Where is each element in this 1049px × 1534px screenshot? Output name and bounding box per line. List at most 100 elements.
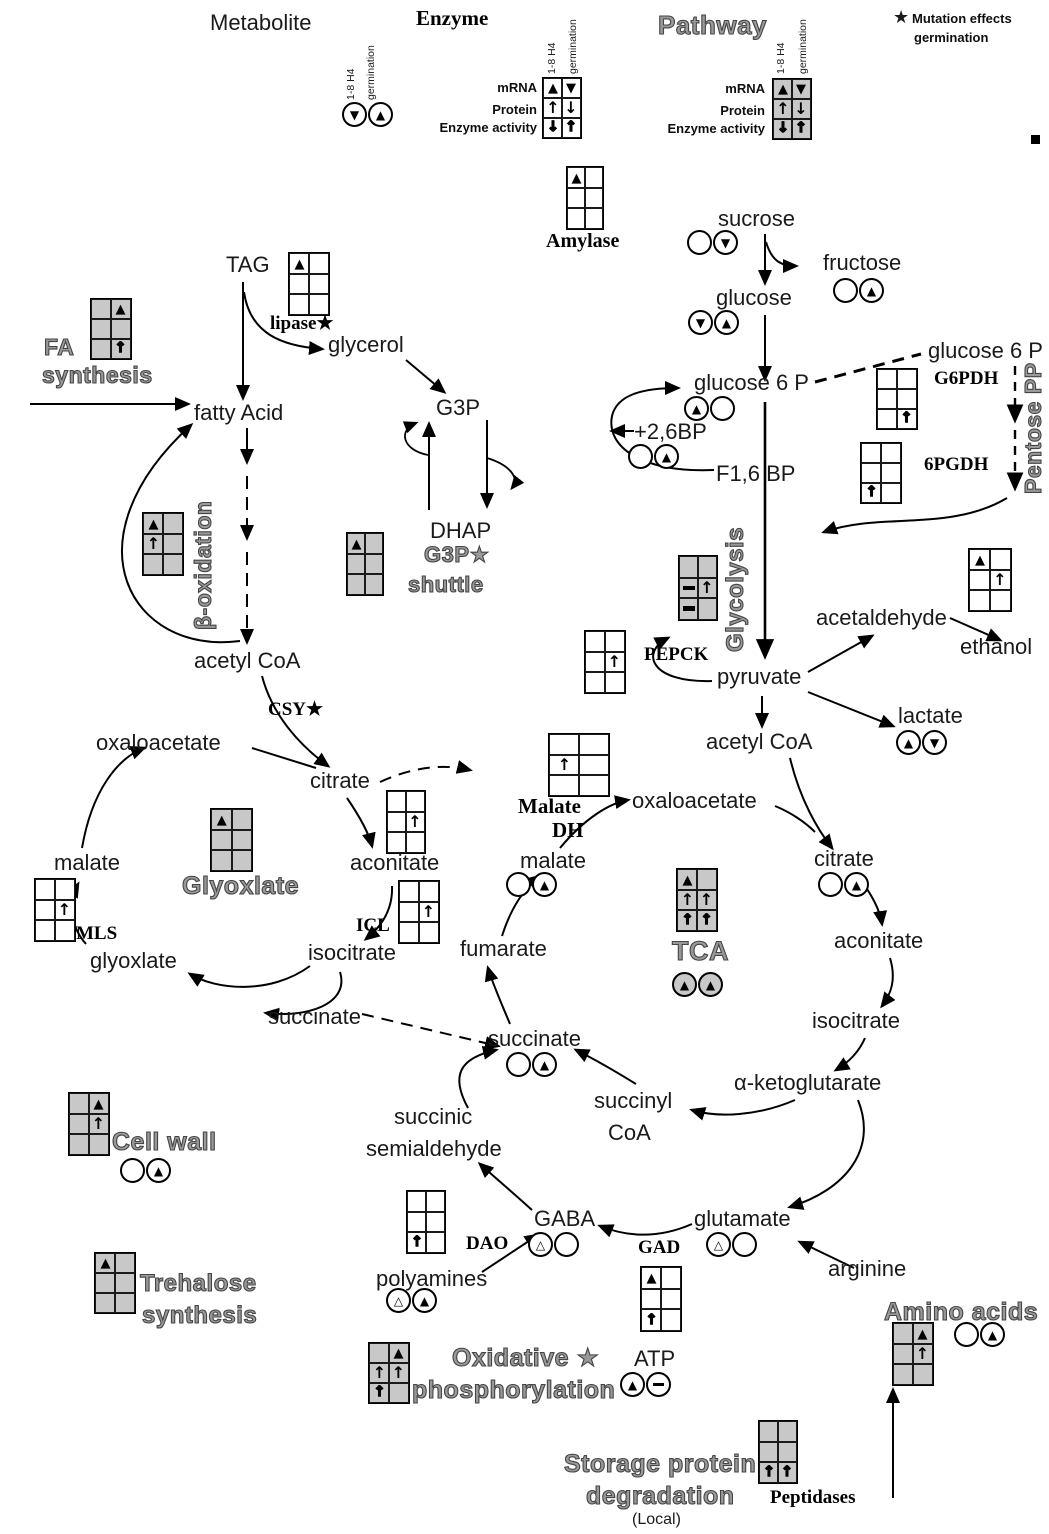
- metabolite-circle: △: [386, 1288, 411, 1313]
- label-pathway-row-activity: Enzyme activity: [667, 121, 765, 136]
- grid-cell: [880, 443, 901, 464]
- grid-cell: ↑: [110, 338, 131, 359]
- label-peptidases: Peptidases: [770, 1487, 856, 1508]
- label-ethanol: ethanol: [960, 634, 1033, 659]
- grid-cell: [418, 881, 439, 903]
- grid-trehalose: ▲: [94, 1252, 136, 1314]
- grid-cell: [697, 556, 717, 579]
- metabolite-circle: [120, 1158, 145, 1183]
- label-6pgdh: 6PGDH: [924, 454, 989, 475]
- grid-cell: [231, 849, 252, 871]
- label-glyoxlate-pathway: Glyoxlate: [181, 872, 300, 900]
- up-icon: ↑: [146, 534, 161, 553]
- grid-cell: [407, 1191, 427, 1213]
- label-succinyl: succinyl: [594, 1088, 673, 1113]
- metabolite-circle: ▲: [672, 972, 697, 997]
- grid-cell: [143, 553, 164, 575]
- grid-cell: [877, 388, 898, 410]
- label-degradation: degradation: [585, 1482, 735, 1510]
- grid-cell: [777, 1441, 797, 1463]
- down-thick-icon: ↓: [776, 120, 789, 137]
- grid-cell: ▲: [912, 1323, 933, 1345]
- circles-glucose: ▼▲: [688, 310, 739, 335]
- grid-cell: [289, 293, 310, 315]
- grid-cell: ↑: [407, 1231, 427, 1253]
- grid-cell: [35, 899, 56, 921]
- label-pathway-col2: germination: [797, 19, 809, 74]
- up-thick-icon: ↑: [373, 1384, 386, 1401]
- metabolite-circle: ▼: [342, 102, 367, 127]
- grid-cell: [387, 791, 407, 813]
- minus-icon: [653, 1382, 664, 1387]
- tri-up-icon: ▲: [294, 256, 305, 272]
- label-glyoxlate-met: glyoxlate: [90, 948, 177, 973]
- grid-cell: ↑: [696, 909, 717, 931]
- metabolite-circle: ▲: [684, 396, 709, 421]
- label-pathway-row-mrna: mRNA: [725, 81, 765, 96]
- up-thick-icon: ↑: [900, 410, 913, 427]
- label-fumarate: fumarate: [460, 936, 547, 961]
- tri-up-icon: ▲: [682, 872, 693, 888]
- label-isocitrate-glyox: isocitrate: [308, 940, 397, 965]
- grid-cell: [91, 318, 112, 340]
- label-fa-synthesis: synthesis: [41, 362, 153, 388]
- grid-cell: [604, 631, 625, 653]
- grid-cell: [114, 1272, 135, 1294]
- grid-cell: [549, 774, 580, 796]
- up-thick-icon: ↑: [794, 120, 807, 137]
- metabolite-circle: ▲: [896, 730, 921, 755]
- grid-cell: [388, 1382, 409, 1403]
- up-icon: ↑: [680, 890, 695, 909]
- grid-cell: [989, 549, 1011, 571]
- grid-cell: ↑: [696, 889, 717, 911]
- grid-cell: [660, 1308, 681, 1331]
- grid-cell: [364, 533, 383, 555]
- grid-legend-pathway: ▲▼↑↓↓↑: [772, 78, 812, 140]
- metabolite-circle: ▲: [980, 1322, 1005, 1347]
- tri-up-icon: ▲: [539, 1057, 550, 1072]
- grid-cell: ▲: [88, 1093, 109, 1115]
- tri-up-icon: ▲: [903, 735, 914, 750]
- tri-up-icon: ▲: [679, 977, 690, 992]
- grid-cell: [861, 443, 882, 464]
- grid-cell: ↑: [677, 889, 698, 911]
- grid-cell: [893, 1323, 914, 1345]
- grid-cell: ↑: [759, 1461, 779, 1483]
- grid-cell: [584, 167, 603, 189]
- tri-up-icon: ▲: [987, 1327, 998, 1342]
- tri-up-icon: ▲: [917, 1326, 928, 1342]
- grid-cell: ▲: [567, 167, 586, 189]
- metabolite-circle: △: [528, 1232, 553, 1257]
- label-sucrose: sucrose: [718, 206, 796, 231]
- grid-cell: [584, 187, 603, 209]
- grid-6pgdh: ↑: [860, 442, 902, 504]
- metabolite-circle: ▲: [532, 1052, 557, 1077]
- grid-cell: [308, 293, 329, 315]
- grid-cell: [578, 754, 609, 776]
- label-alpha-ketoglutarate: α-ketoglutarate: [734, 1070, 882, 1095]
- tri-up-icon: ▲: [851, 877, 862, 892]
- tri-down-icon: ▼: [796, 82, 806, 98]
- tri-up-icon: ▲: [148, 516, 159, 532]
- up-thick-icon: ↑: [700, 912, 713, 928]
- grid-cell: [387, 831, 407, 853]
- up-thick-icon: ↑: [762, 1464, 775, 1480]
- up-thick-icon: ↑: [410, 1234, 423, 1250]
- tri-up-icon: ▲: [705, 977, 716, 992]
- tri-up-icon: ▲: [646, 1270, 657, 1286]
- label-trehalose-synthesis: synthesis: [141, 1302, 258, 1329]
- grid-cell: [211, 829, 232, 851]
- grid-cell: [679, 556, 699, 579]
- down-icon: ↓: [564, 98, 578, 117]
- up-thick-icon: ↑: [780, 1464, 793, 1480]
- grid-cell: [578, 734, 609, 756]
- grid-g6pdh: ↑: [876, 368, 918, 430]
- grid-cell: [567, 207, 586, 229]
- grid-cell: [896, 369, 917, 390]
- circles-f26bp: ▲: [628, 444, 679, 469]
- label-mutation-star: ★: [893, 7, 910, 27]
- grid-cell: ↑: [369, 1362, 390, 1384]
- tri-down-icon: ▼: [566, 81, 576, 97]
- grid-cell: [969, 589, 991, 611]
- label-aconitate-glyox: aconitate: [350, 850, 440, 875]
